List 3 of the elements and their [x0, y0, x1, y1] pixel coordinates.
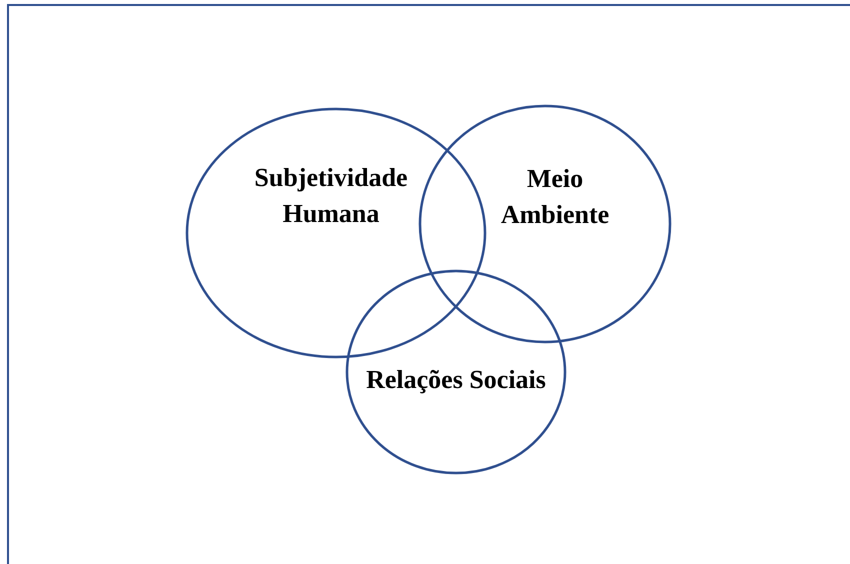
circle-label: Meio Ambiente: [500, 163, 610, 231]
circle-label: Relações Sociais: [366, 364, 546, 396]
circle-label: Subjetividade Humana: [253, 162, 409, 230]
